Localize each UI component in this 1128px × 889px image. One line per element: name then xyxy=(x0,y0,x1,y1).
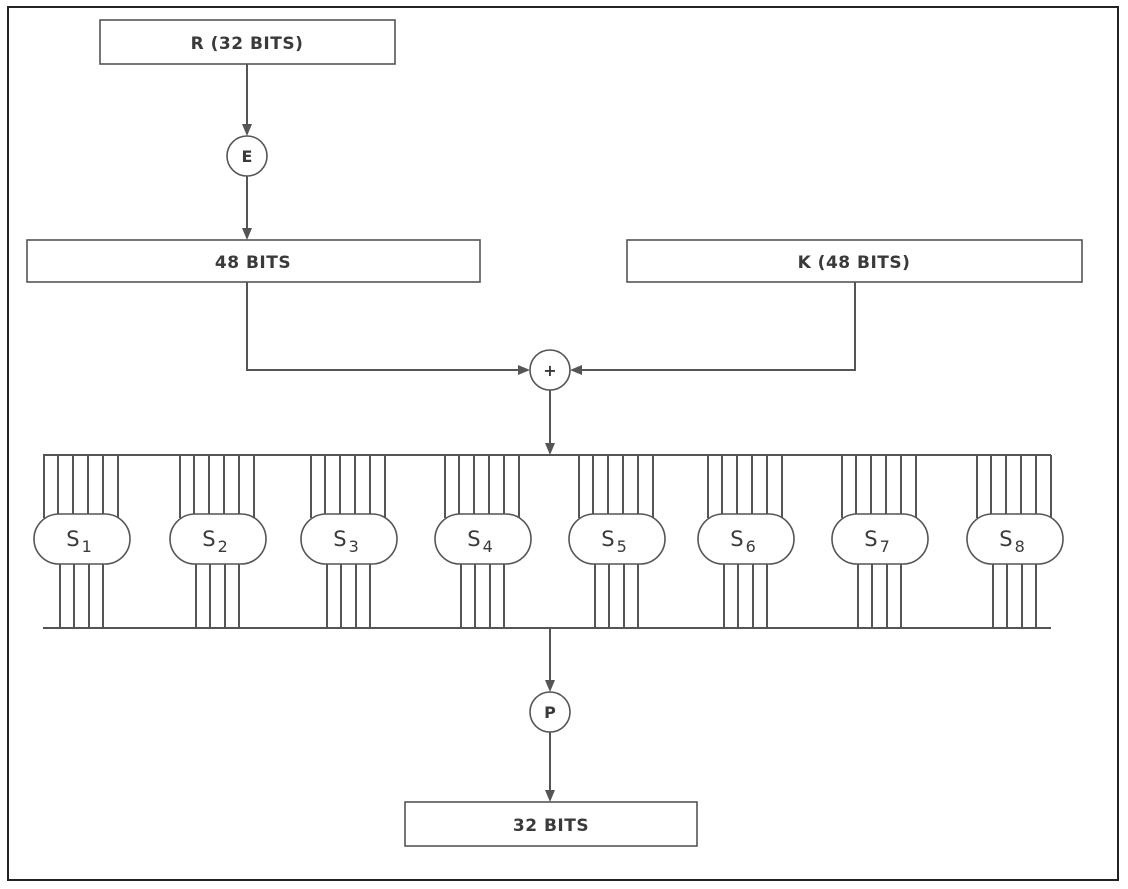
sbox-6 xyxy=(697,513,795,565)
key-box xyxy=(626,239,1083,283)
connector-48bits-to-xor xyxy=(246,282,520,371)
arrow-into-sboxes xyxy=(545,443,555,455)
r-input-box xyxy=(99,19,396,65)
arrow-into-e xyxy=(242,124,252,136)
permutation-label: P xyxy=(544,703,556,722)
sbox-2 xyxy=(169,513,267,565)
diagram-frame xyxy=(7,6,1119,881)
sbox-3 xyxy=(300,513,398,565)
expanded-48bits-box xyxy=(26,239,481,283)
arrow-into-output xyxy=(545,790,555,802)
sbox-8 xyxy=(966,513,1064,565)
connector-key-to-xor xyxy=(580,282,856,371)
output-32bits-label: 32 BITS xyxy=(513,816,589,836)
sbox-5 xyxy=(568,513,666,565)
r-input-label: R (32 BITS) xyxy=(191,34,304,54)
arrow-into-xor-left xyxy=(518,365,530,375)
arrow-into-p xyxy=(545,680,555,692)
sbox-7 xyxy=(831,513,929,565)
xor-label: + xyxy=(543,361,556,380)
arrow-into-48bits xyxy=(242,228,252,240)
arrow-into-xor-right xyxy=(570,365,582,375)
key-label: K (48 BITS) xyxy=(798,253,911,273)
sbox-1 xyxy=(33,513,131,565)
output-32bits-box xyxy=(404,801,698,847)
expansion-label: E xyxy=(242,147,253,166)
sbox-4 xyxy=(434,513,532,565)
expanded-48bits-label: 48 BITS xyxy=(215,253,291,273)
